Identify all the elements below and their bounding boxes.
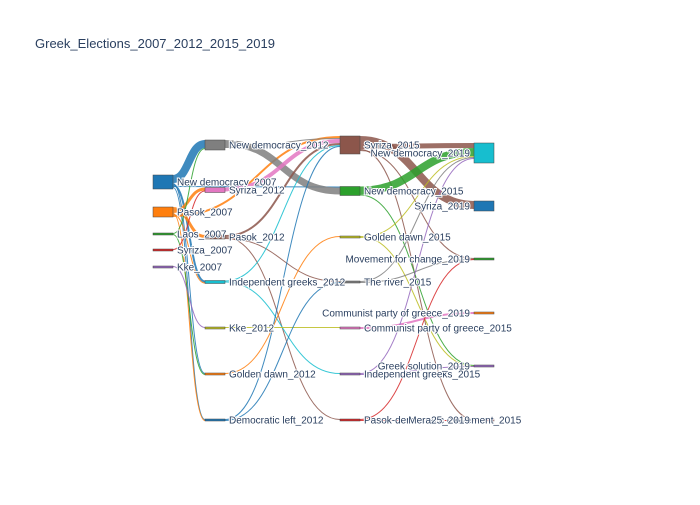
sankey-link-la2007-nd2012[interactable] bbox=[172, 148, 206, 234]
sankey-link-sy2012-sy2015[interactable] bbox=[224, 139, 341, 192]
sankey-link-ig2015-nd2019[interactable] bbox=[359, 158, 475, 374]
sankey-node-label: Laos_2007 bbox=[177, 230, 227, 241]
sankey-link-sy2007-sy2012[interactable] bbox=[172, 190, 206, 250]
chart-title: Greek_Elections_2007_2012_2015_2019 bbox=[35, 36, 275, 51]
sankey-node-label: Kke_2012 bbox=[229, 324, 274, 335]
sankey-link-pa2007-sy2015[interactable] bbox=[172, 136, 341, 217]
sankey-node-label: Communist party of greece_2015 bbox=[364, 324, 512, 335]
sankey-link-tr2015-mc2019[interactable] bbox=[359, 259, 475, 283]
sankey-node-label: Syriza_2019 bbox=[414, 202, 470, 213]
sankey-node-gd2015[interactable] bbox=[339, 235, 361, 239]
sankey-link-sy2015-me2019[interactable] bbox=[359, 149, 475, 420]
sankey-node-label: New democracy_2015 bbox=[364, 187, 464, 198]
labels-layer: New democracy_2007Pasok_2007Laos_2007Syr… bbox=[176, 140, 523, 428]
sankey-link-kk2007-kk2012[interactable] bbox=[172, 266, 206, 328]
sankey-link-dl2012-tr2015[interactable] bbox=[224, 282, 341, 421]
sankey-node-label: New democracy_2012 bbox=[229, 141, 329, 152]
sankey-node-la2007[interactable] bbox=[152, 232, 174, 236]
sankey-node-me2019[interactable] bbox=[473, 418, 495, 422]
nodes-layer bbox=[152, 135, 495, 422]
sankey-node-nd2019[interactable] bbox=[473, 142, 495, 164]
sankey-node-gs2019[interactable] bbox=[473, 364, 495, 368]
sankey-node-sy2007[interactable] bbox=[152, 248, 174, 252]
sankey-link-nd2007-gd2012[interactable] bbox=[172, 183, 206, 374]
sankey-node-sy2012[interactable] bbox=[204, 187, 226, 193]
sankey-node-label: Mera25_2019 bbox=[408, 416, 470, 427]
sankey-link-nd2012-sy2015[interactable] bbox=[224, 138, 341, 148]
sankey-node-label: Pasok_2012 bbox=[229, 233, 285, 244]
sankey-node-mc2019[interactable] bbox=[473, 257, 495, 261]
sankey-link-nd2015-nd2019[interactable] bbox=[359, 148, 475, 195]
sankey-node-label: Golden dawn_2012 bbox=[229, 370, 316, 381]
sankey-node-kk2015[interactable] bbox=[339, 326, 361, 330]
sankey-node-sy2015[interactable] bbox=[339, 135, 361, 155]
sankey-link-pa2007-dl2012[interactable] bbox=[172, 213, 206, 421]
sankey-link-nd2015-gs2019[interactable] bbox=[359, 194, 475, 366]
sankey-node-label: New democracy_2007 bbox=[177, 178, 277, 189]
links-layer bbox=[172, 136, 475, 421]
sankey-link-pd2015-mc2019[interactable] bbox=[359, 259, 475, 420]
sankey-link-pa2012-sy2015[interactable] bbox=[224, 143, 341, 237]
sankey-node-nd2012[interactable] bbox=[204, 139, 226, 151]
sankey-link-sy2015-mc2019[interactable] bbox=[359, 150, 475, 259]
sankey-node-ig2012[interactable] bbox=[204, 280, 226, 284]
sankey-node-label: Movement for change_2019 bbox=[345, 255, 470, 266]
sankey-node-pd2015[interactable] bbox=[339, 418, 361, 422]
sankey-link-tr2015-nd2019[interactable] bbox=[359, 157, 475, 282]
sankey-node-nd2015[interactable] bbox=[339, 186, 361, 196]
sankey-link-pa2012-tr2015[interactable] bbox=[224, 238, 341, 282]
sankey-node-kk2007[interactable] bbox=[152, 265, 174, 269]
sankey-node-label: Syriza_2007 bbox=[177, 246, 233, 257]
sankey-node-label: Greek solution_2019 bbox=[378, 362, 471, 373]
sankey-node-label: Pasok_2007 bbox=[177, 208, 233, 219]
sankey-node-label: Syriza_2012 bbox=[229, 186, 285, 197]
sankey-node-pa2012[interactable] bbox=[204, 234, 226, 240]
sankey-link-nd2007-ig2012[interactable] bbox=[172, 184, 206, 283]
sankey-link-gd2015-gs2019[interactable] bbox=[359, 236, 475, 367]
sankey-node-ig2015[interactable] bbox=[339, 372, 361, 376]
sankey-link-gd2012-gd2015[interactable] bbox=[224, 236, 341, 374]
sankey-node-label: Syriza_2015 bbox=[364, 141, 420, 152]
sankey-link-pa2007-sy2012[interactable] bbox=[172, 187, 206, 213]
sankey-node-label: Pasok-democratic movement_2015 bbox=[364, 416, 522, 427]
sankey-link-sy2015-nd2019[interactable] bbox=[359, 143, 475, 149]
sankey-node-dl2012[interactable] bbox=[204, 418, 226, 422]
sankey-node-kk2012[interactable] bbox=[204, 326, 226, 330]
sankey-node-label: Communist party of greece_2019 bbox=[322, 309, 470, 320]
sankey-link-pa2007-pa2012[interactable] bbox=[172, 207, 206, 238]
sankey-node-pa2007[interactable] bbox=[152, 206, 174, 218]
sankey-link-la2007-gd2012[interactable] bbox=[172, 234, 206, 375]
sankey-node-kk2019[interactable] bbox=[473, 311, 495, 315]
sankey-node-label: Golden dawn_2015 bbox=[364, 233, 451, 244]
sankey-node-sy2019[interactable] bbox=[473, 200, 495, 212]
sankey-link-ig2015-gs2019[interactable] bbox=[359, 366, 475, 375]
sankey-link-dl2012-sy2015[interactable] bbox=[224, 146, 341, 420]
sankey-node-label: The river_2015 bbox=[364, 278, 432, 289]
sankey-node-label: New democracy_2019 bbox=[371, 149, 471, 160]
sankey-link-kk2015-kk2019[interactable] bbox=[359, 312, 475, 329]
sankey-node-nd2007[interactable] bbox=[152, 174, 174, 190]
sankey-link-ig2012-sy2015[interactable] bbox=[224, 145, 341, 282]
sankey-node-gd2012[interactable] bbox=[204, 372, 226, 376]
sankey-node-label: Independent greeks_2012 bbox=[229, 278, 346, 289]
sankey-link-nd2007-nd2012[interactable] bbox=[172, 140, 206, 183]
sankey-link-gd2015-nd2019[interactable] bbox=[359, 156, 475, 238]
sankey-node-label: Independent greeks_2015 bbox=[364, 370, 481, 381]
sankey-node-tr2015[interactable] bbox=[339, 280, 361, 284]
sankey-node-label: Kke_2007 bbox=[177, 263, 222, 274]
sankey-node-label: Democratic left_2012 bbox=[229, 416, 324, 427]
